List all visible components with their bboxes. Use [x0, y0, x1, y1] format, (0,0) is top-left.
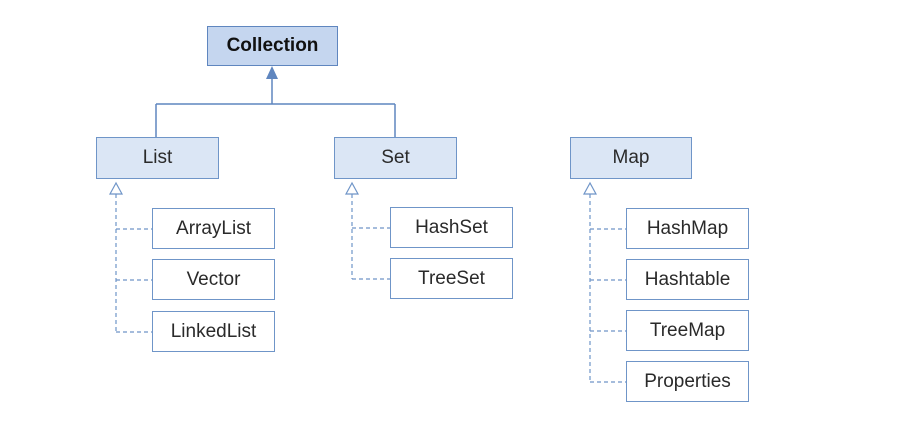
- list-implementation-connector: [115, 194, 152, 333]
- treemap-node: TreeMap: [626, 310, 749, 351]
- linkedlist-node: LinkedList: [152, 311, 275, 352]
- map-implementation-connector: [589, 194, 626, 383]
- collection-node: Collection: [207, 26, 338, 66]
- set-implementation-connector: [351, 194, 390, 280]
- collection-arrowhead: [266, 66, 278, 79]
- list-node: List: [96, 137, 219, 179]
- hashset-node: HashSet: [390, 207, 513, 248]
- arraylist-node: ArrayList: [152, 208, 275, 249]
- properties-node: Properties: [626, 361, 749, 402]
- set-hollow-arrowhead: [344, 181, 360, 195]
- list-hollow-arrowhead: [108, 181, 124, 195]
- vector-node: Vector: [152, 259, 275, 300]
- collection-inheritance-connector: [155, 72, 396, 137]
- treeset-node: TreeSet: [390, 258, 513, 299]
- hashmap-node: HashMap: [626, 208, 749, 249]
- hashtable-node: Hashtable: [626, 259, 749, 300]
- map-hollow-arrowhead: [582, 181, 598, 195]
- set-node: Set: [334, 137, 457, 179]
- map-node: Map: [570, 137, 692, 179]
